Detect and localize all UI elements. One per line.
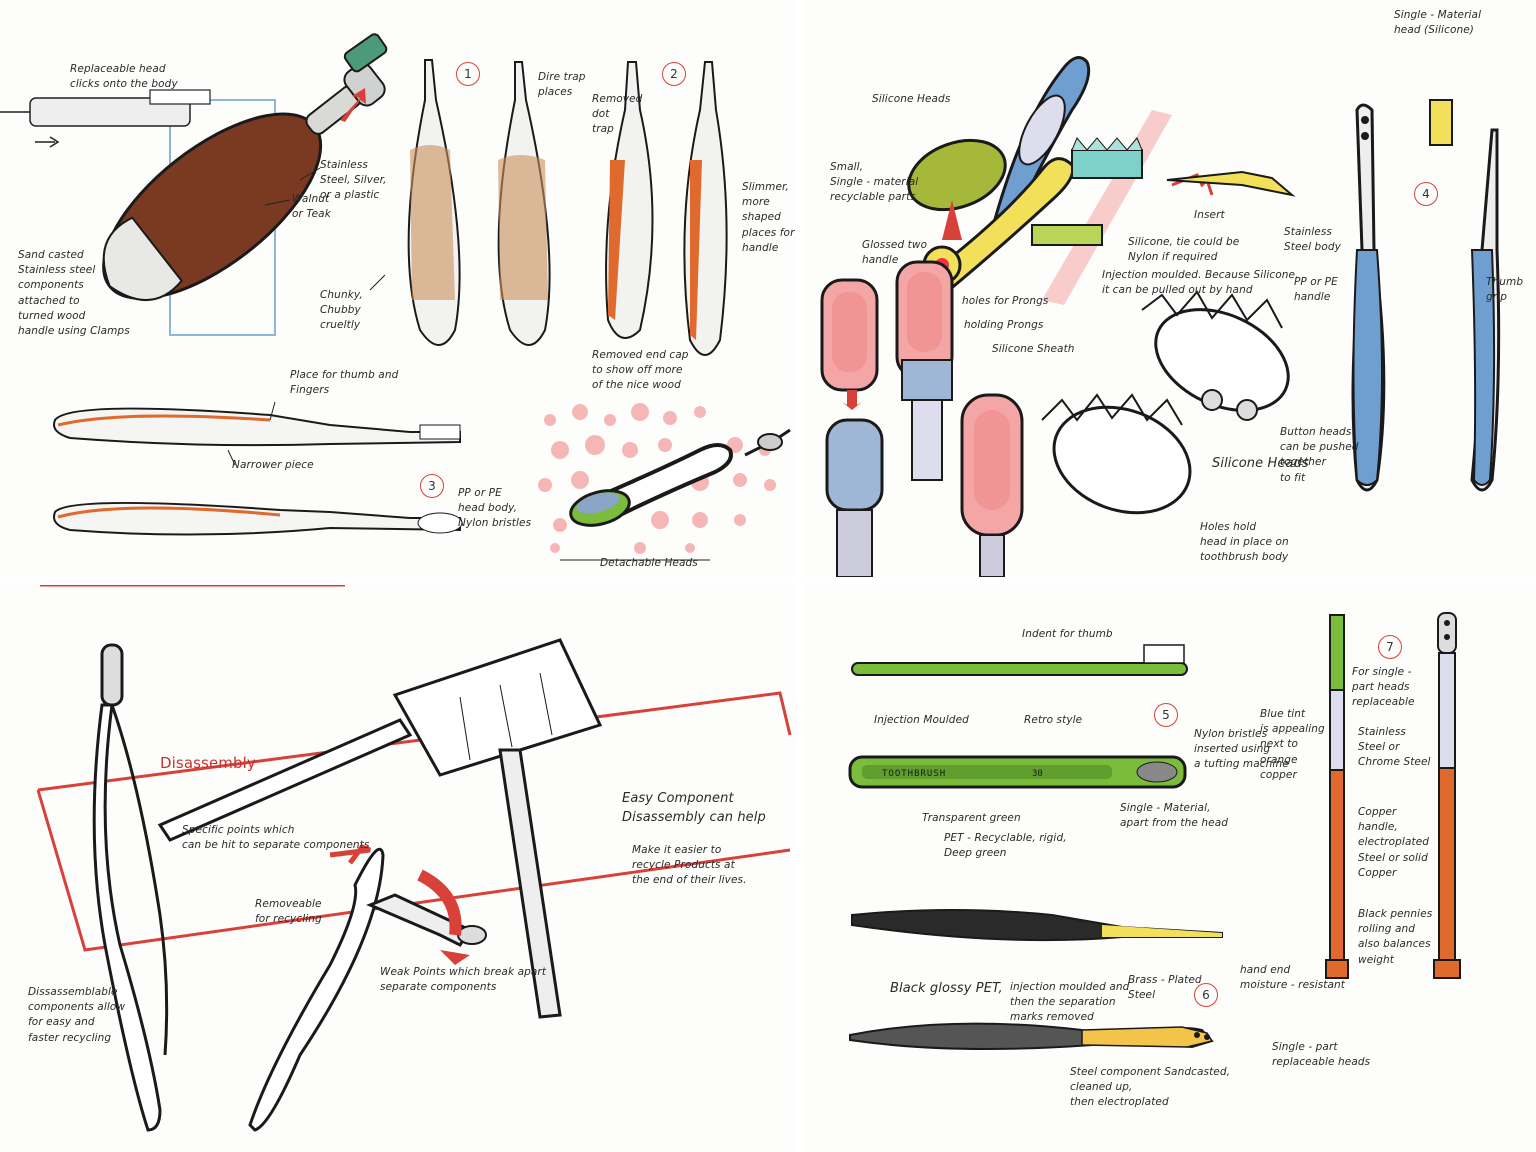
- pink-head-sections: [820, 260, 1024, 577]
- red-arrow-icon: [942, 200, 962, 240]
- note-holes-hold: Holes hold head in place on toothbrush b…: [1200, 521, 1289, 564]
- note-pp-pe: PP or PE head body, Nylon bristles: [458, 487, 532, 530]
- note-removed-end: Removed end cap to show off more of the …: [592, 349, 689, 392]
- note-place-thumb: Place for thumb and Fingers: [290, 369, 399, 397]
- insert-head-green: [1031, 224, 1103, 246]
- note-silicone-heads-2: Silicone Heads: [1212, 456, 1309, 471]
- disassembly-toothbrush: [92, 643, 169, 1132]
- note-single-material-apart: Single - Material, apart from the head: [1120, 802, 1228, 830]
- note-indent-thumb: Indent for thumb: [1022, 628, 1113, 640]
- note-narrower: Narrower piece: [232, 459, 314, 471]
- note-pp-pe-handle: PP or PE handle: [1294, 276, 1338, 304]
- hammer-drawing: [157, 638, 603, 1019]
- note-specific-points: Specific points which can be hit to sepa…: [182, 824, 370, 852]
- red-arrow-icon: [340, 88, 366, 122]
- note-detachable: Detachable Heads: [600, 557, 698, 569]
- note-silicone-sheath: Silicone Sheath: [992, 343, 1075, 355]
- brush-print-number: 30: [1032, 769, 1043, 779]
- note-steel-component: Steel component Sandcasted, cleaned up, …: [1070, 1066, 1231, 1109]
- sketch-number-5: 5: [1154, 703, 1178, 727]
- panel-wooden-handle-concepts: Replaceable head clicks onto the body St…: [0, 0, 796, 577]
- note-small-single: Small, Single - material recyclable part…: [830, 161, 919, 204]
- silicone-head-green: [907, 138, 1007, 212]
- copper-brushes: [1325, 612, 1461, 979]
- sketch-number-4: 4: [1414, 182, 1438, 206]
- insert-piece: [1166, 170, 1296, 197]
- brush-head-green: [343, 33, 388, 73]
- note-stainless: Stainless Steel, Silver, or a plastic: [320, 159, 387, 202]
- note-removeable: Removeable for recycling: [255, 898, 322, 926]
- note-injection: Injection moulded. Because Silicone, it …: [1102, 269, 1299, 297]
- note-silicone-heads: Silicone Heads: [872, 93, 951, 105]
- note-weak-points: Weak Points which break apart separate c…: [380, 966, 547, 994]
- note-dire-trap: Dire trap places: [538, 71, 586, 99]
- note-easy-component: Easy Component Disassembly can help: [622, 791, 766, 825]
- sketch-number-2: 2: [662, 62, 686, 86]
- note-thumb-grip: Thumb grip: [1486, 276, 1524, 304]
- note-make-easier: Make it easier to recycle Products at th…: [632, 844, 747, 887]
- note-insert: Insert: [1194, 209, 1225, 221]
- sketch-number-7: 7: [1378, 635, 1402, 659]
- note-silicone-tie: Silicone, tie could be Nylon if required: [1128, 236, 1240, 264]
- note-injection-moulded: Injection Moulded: [874, 714, 969, 726]
- disassembly-sketches: [36, 585, 792, 1132]
- single-material-brushes: [1351, 99, 1501, 492]
- title-disassembly: Disassembly: [160, 754, 256, 772]
- note-holes-prongs: holes for Prongs: [962, 295, 1049, 307]
- sketch-1-handles: [407, 59, 551, 346]
- note-injection-sep: injection moulded and then the separatio…: [1010, 981, 1130, 1024]
- note-dissassemblable: Dissassemblable components allow for eas…: [28, 986, 126, 1044]
- silicone-sheath-heads: [1041, 290, 1290, 515]
- note-black-pennies: Black pennies rolling and also balances …: [1358, 908, 1433, 966]
- red-banner-outline: [37, 691, 792, 792]
- note-walnut: Walnut or Teak: [292, 193, 331, 221]
- arrow-icon: [35, 136, 60, 148]
- bend-toothbrush: [248, 844, 487, 1132]
- note-blue-tint: Blue tint is appealing next to orange co…: [1260, 708, 1325, 781]
- detachable-brush: [569, 428, 791, 527]
- note-black-glossy: Black glossy PET,: [890, 981, 1003, 996]
- silicone-head-sketches: [820, 56, 1501, 577]
- insert-head-cyan: [1071, 149, 1143, 179]
- black-brush-upper: [851, 909, 1223, 942]
- panel-disassembly: Disassembly Specific points which can be…: [0, 585, 796, 1152]
- note-copper-handle: Copper handle, electroplated Steel or so…: [1358, 806, 1430, 879]
- exploded-head-bristles: [149, 89, 211, 105]
- panel-silicone-heads: Silicone Heads Small, Single - material …: [802, 0, 1536, 577]
- note-glossed: Glossed two handle: [862, 239, 928, 267]
- panel-material-studies: TOOTHBRUSH 30 Indent for thumb Injection…: [802, 585, 1536, 1152]
- note-chunky: Chunky, Chubby crueltly: [320, 289, 363, 332]
- note-single-material-head: Single - Material head (Silicone): [1394, 9, 1482, 37]
- note-stainless-chrome: Stainless Steel or Chrome Steel: [1358, 726, 1431, 769]
- sketch-number-1: 1: [456, 62, 480, 86]
- note-removed: Removed dot trap: [592, 93, 643, 136]
- wooden-handle-sketches: [0, 33, 791, 561]
- sketch-number-6: 6: [1194, 983, 1218, 1007]
- note-slimmer: Slimmer, more shaped places for handle: [742, 181, 795, 254]
- blue-brush: [990, 56, 1091, 237]
- note-single-part-repl: Single - part replaceable heads: [1272, 1041, 1371, 1069]
- note-sand-casted: Sand casted Stainless steel components a…: [18, 249, 130, 338]
- sketch-number-3: 3: [420, 474, 444, 498]
- green-brush-thin: [851, 662, 1188, 676]
- wooden-brush-main: [102, 62, 386, 301]
- green-brush-retro: TOOTHBRUSH 30: [848, 755, 1187, 789]
- brush-print-label: TOOTHBRUSH: [882, 769, 946, 779]
- note-hand-end: hand end moisture - resistant: [1240, 964, 1346, 992]
- sketch-3-handles: [53, 407, 463, 536]
- note-brass-plated: Brass - Plated Steel: [1128, 974, 1202, 1002]
- sketch-2-handles: [605, 61, 728, 356]
- note-retro-style: Retro style: [1024, 714, 1083, 726]
- note-replaceable-head: Replaceable head clicks onto the body: [70, 63, 178, 91]
- note-button-heads: Button heads can be pushed together to f…: [1280, 426, 1359, 484]
- note-stainless-body: Stainless Steel body: [1284, 226, 1341, 254]
- note-nylon-bristles: Nylon bristles inserted using a tufting …: [1194, 728, 1289, 771]
- note-single-part-heads: For single - part heads replaceable: [1352, 666, 1415, 709]
- note-holding-prongs: holding Prongs: [964, 319, 1044, 331]
- note-pet: PET - Recyclable, rigid, Deep green: [944, 832, 1067, 860]
- material-study-sketches: TOOTHBRUSH 30: [848, 612, 1461, 1050]
- black-brush-lower: [849, 1022, 1214, 1050]
- note-transparent-green: Transparent green: [922, 812, 1021, 824]
